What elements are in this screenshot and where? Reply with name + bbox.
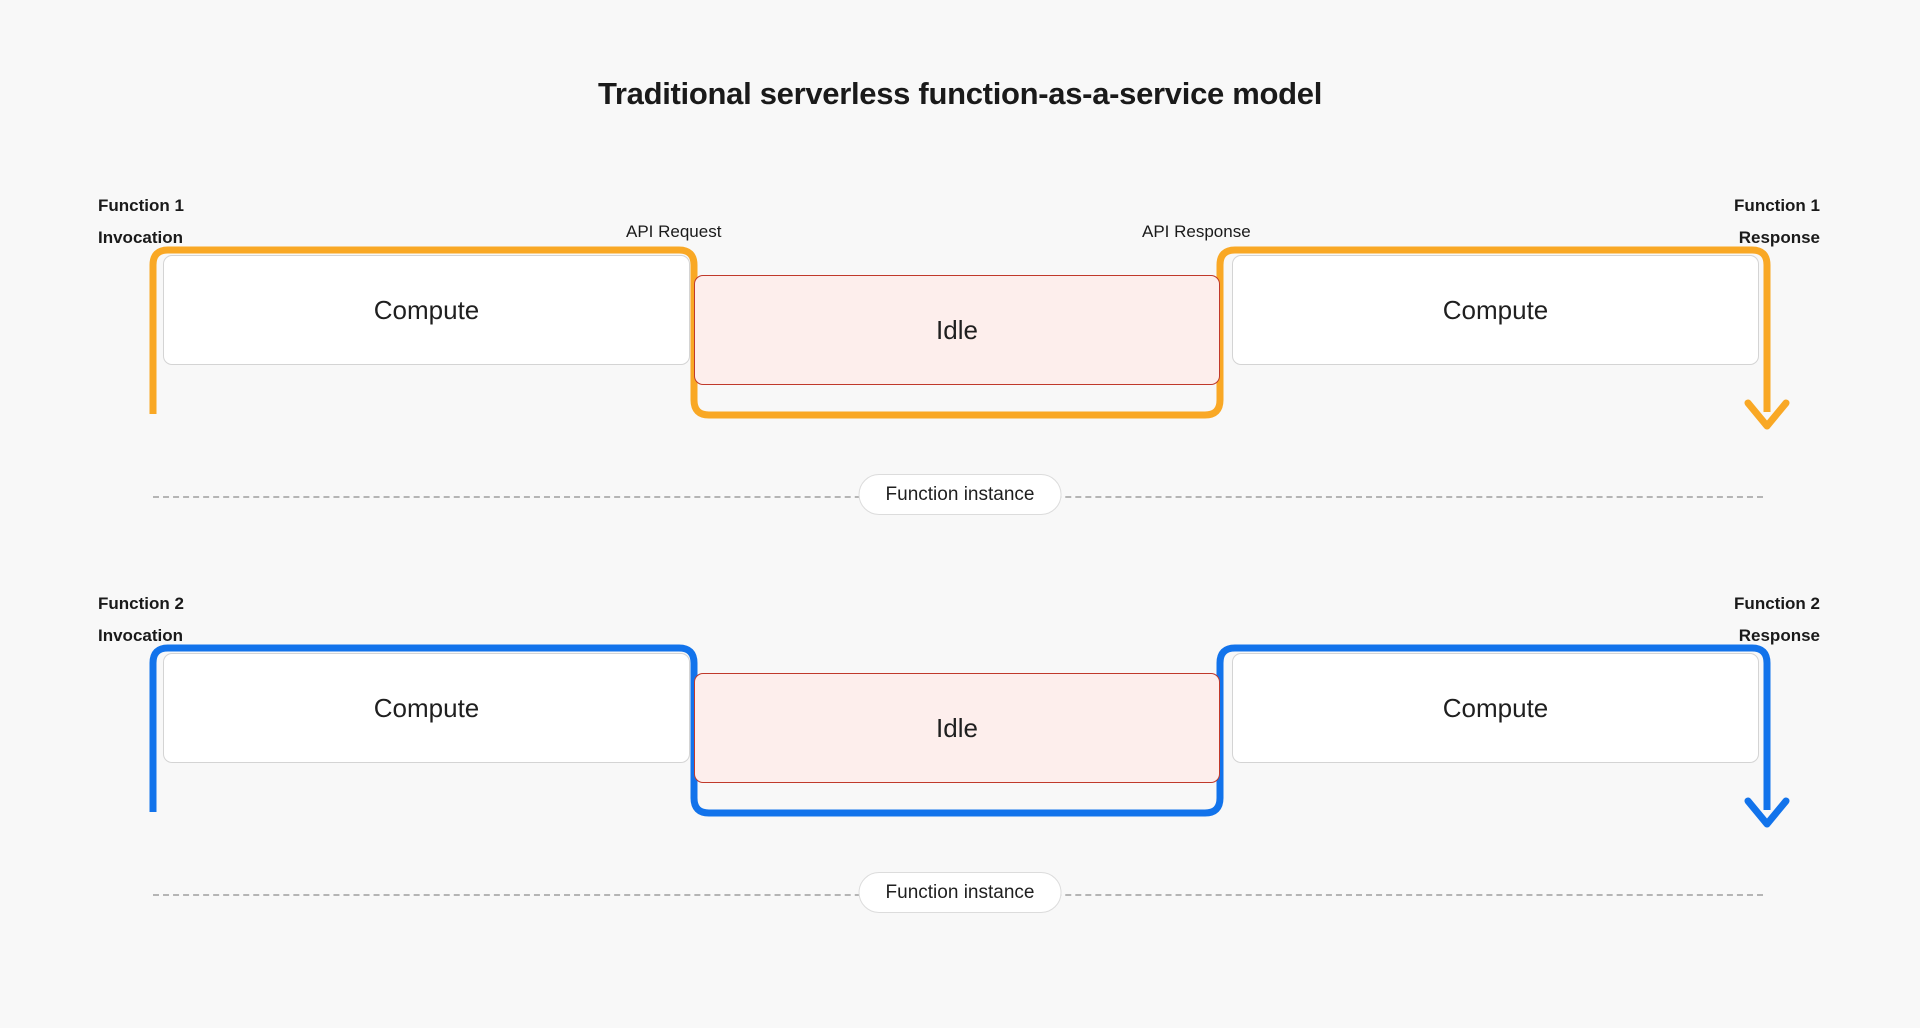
segment-label: Compute xyxy=(1442,692,1549,723)
function-1-segment-compute-2: Compute xyxy=(1232,255,1759,365)
page-title: Traditional serverless function-as-a-ser… xyxy=(597,76,1323,111)
function-1-invocation-label: Function 1 Invocation xyxy=(98,196,184,247)
function-1-response-label: Function 1 Response xyxy=(1734,196,1820,247)
function-1-instance-band: Function instance xyxy=(0,474,1920,520)
function-2-segment-compute-2: Compute xyxy=(1232,653,1759,763)
function-2-invocation-label: Function 2 Invocation xyxy=(98,594,184,645)
function-1-segment-compute-1: Compute xyxy=(163,255,690,365)
function-2-timeline: Compute Idle Compute xyxy=(0,644,1920,834)
segment-label: Idle xyxy=(936,314,978,345)
function-1-segment-idle: Idle xyxy=(694,275,1220,385)
segment-label: Idle xyxy=(936,712,978,743)
segment-label: Compute xyxy=(1442,294,1549,325)
function-1-timeline: Compute Idle Compute xyxy=(0,246,1920,436)
function-2-lifetime-path xyxy=(149,644,1790,828)
function-2-instance-band: Function instance xyxy=(0,872,1920,918)
segment-label: Compute xyxy=(373,692,480,723)
segment-label: Compute xyxy=(373,294,480,325)
api-response-label-1: API Response xyxy=(1142,222,1251,241)
function-instance-pill-1: Function instance xyxy=(858,474,1062,515)
function-1-lifetime-path xyxy=(149,246,1790,430)
function-2-response-label: Function 2 Response xyxy=(1734,594,1820,645)
function-2-segment-idle: Idle xyxy=(694,673,1220,783)
function-instance-pill-2: Function instance xyxy=(858,872,1062,913)
api-request-label-1: API Request xyxy=(626,222,722,241)
function-2-segment-compute-1: Compute xyxy=(163,653,690,763)
